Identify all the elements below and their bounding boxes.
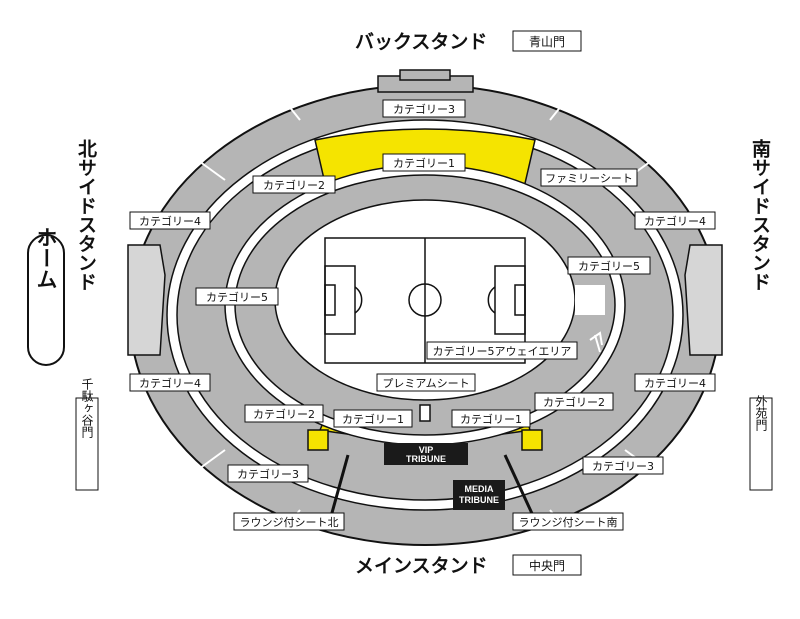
label-lounge-south: ラウンジ付シート南 [519,516,618,529]
main-stand-title: メインスタンド [355,555,488,577]
home-badge [27,234,65,366]
label-cat2-br: カテゴリー2 [543,395,605,409]
pitch [324,237,526,364]
east-notch [575,285,605,315]
back-gate-label: 青山門 [529,35,565,49]
label-cat4-nw: カテゴリー4 [139,214,201,228]
away-arrow-icon [589,331,603,353]
vip-label-2: TRIBUNE [406,454,446,464]
label-lounge-north: ラウンジ付シート北 [240,516,339,529]
north-gate-label: 千駄ヶ谷門 [80,378,94,438]
south-scoreboard [684,244,723,356]
premium-seat-marker [419,404,431,422]
label-cat5-west: カテゴリー5 [206,290,268,304]
south-gate-box [749,397,773,491]
lounge-south-pointer [503,454,537,521]
north-scoreboard [127,244,166,356]
back-stand-title: バックスタンド [355,31,487,53]
north-stand-title: 北サイドスタンド [75,139,97,291]
label-cat2-bl: カテゴリー2 [253,407,315,421]
label-cat4-se: カテゴリー4 [644,376,706,390]
main-gate-label: 中央門 [529,558,565,573]
section-labels: カテゴリー3 カテゴリー1 カテゴリー2 ファミリーシート カテゴリー4 カテゴ… [129,99,716,531]
label-cat3-br: カテゴリー3 [592,459,654,473]
label-cat3-top: カテゴリー3 [393,102,455,116]
south-gate-label: 外苑門 [754,395,768,431]
label-cat1-top: カテゴリー1 [393,156,455,170]
main-gate-box [512,554,582,576]
label-cat4-ne: カテゴリー4 [644,214,706,228]
label-cat1-bl: カテゴリー1 [342,412,404,426]
label-cat5-east: カテゴリー5 [578,259,640,273]
north-gate-box [75,397,99,491]
label-cat3-bl: カテゴリー3 [237,467,299,481]
label-cat4-sw: カテゴリー4 [139,376,201,390]
label-family: ファミリーシート [545,172,633,185]
back-gate-box [512,30,582,52]
label-premium: プレミアムシート [382,377,469,390]
top-stub-cap [399,69,451,81]
vip-tribune-box [384,443,468,465]
cat1-bottom-left-wedge [307,429,329,451]
cat1-bottom-right-wedge [521,429,543,451]
lounge-north-pointer [328,454,350,521]
label-cat2-top: カテゴリー2 [263,178,325,192]
label-cat1-br: カテゴリー1 [460,412,522,426]
media-label-2: TRIBUNE [459,495,499,505]
label-cat5-away: カテゴリー5アウェイエリア [433,344,572,358]
home-label: ホーム [34,227,58,290]
media-tribune-box [453,480,505,510]
south-stand-title: 南サイドスタンド [749,139,771,291]
media-label-1: MEDIA [465,484,495,494]
vip-label-1: VIP [419,445,434,455]
